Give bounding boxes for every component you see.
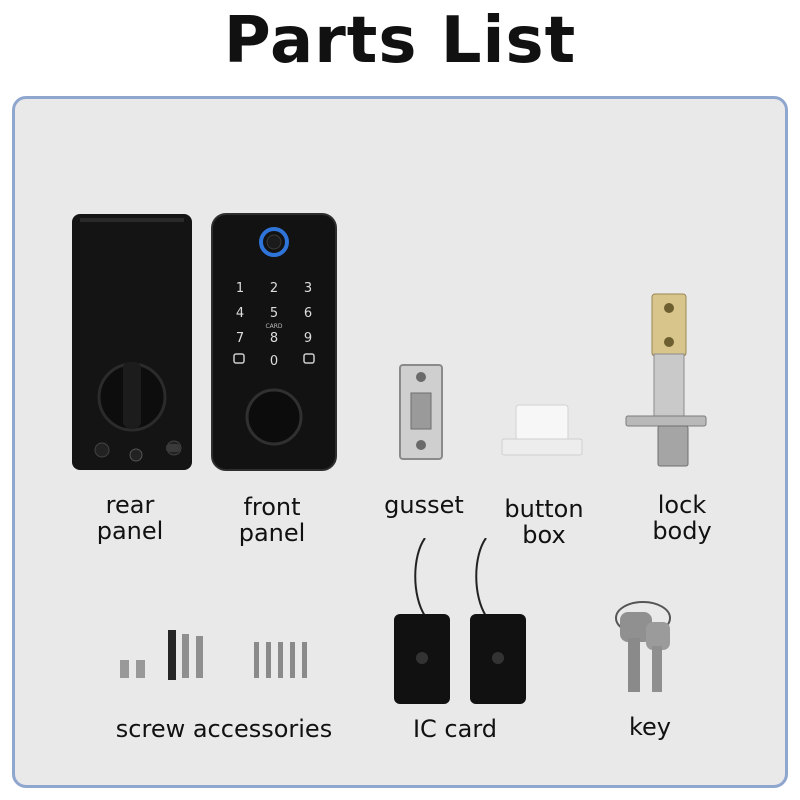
lock-body-label-line1: lock [657, 491, 707, 519]
gusset-image [398, 363, 446, 463]
key-image [610, 598, 680, 702]
lock-body-image [624, 292, 708, 472]
page-title: Parts List [223, 4, 577, 78]
button-box-label-line1: button [504, 495, 584, 523]
button-box-label-line2: box [522, 521, 566, 549]
lock-body-label-line2: body [652, 517, 712, 545]
front-panel-image: 1 2 3 4 5 6 CARD 7 8 9 0 [210, 212, 340, 474]
key-2: 2 [270, 281, 278, 296]
key-1: 1 [236, 281, 244, 296]
key-4: 4 [236, 306, 244, 321]
button-box-label: button box [492, 496, 596, 548]
rear-panel-label: rear panel [80, 492, 180, 544]
rear-panel-label-line1: rear [105, 491, 155, 519]
key-label: key [628, 713, 671, 741]
key-6: 6 [304, 306, 312, 321]
key-0: 0 [270, 354, 278, 369]
gusset-label: gusset [384, 491, 464, 519]
front-panel-label-line2: panel [238, 519, 306, 547]
ic-card-label: IC card [412, 715, 498, 743]
key-8: 8 [270, 331, 278, 346]
lock-body-label: lock body [632, 492, 732, 544]
key-7: 7 [236, 331, 244, 346]
card-label: CARD [265, 323, 282, 330]
key-9: 9 [304, 331, 312, 346]
screw-accessories-label: screw accessories [115, 715, 333, 743]
button-box-image [500, 403, 586, 459]
key-5: 5 [270, 306, 278, 321]
front-panel-label: front panel [222, 494, 322, 546]
rear-panel-label-line2: panel [96, 517, 164, 545]
rear-panel-image [70, 212, 196, 474]
screws-image [112, 630, 330, 682]
key-3: 3 [304, 281, 312, 296]
ic-card-image [390, 538, 530, 708]
front-panel-label-line1: front [243, 493, 301, 521]
